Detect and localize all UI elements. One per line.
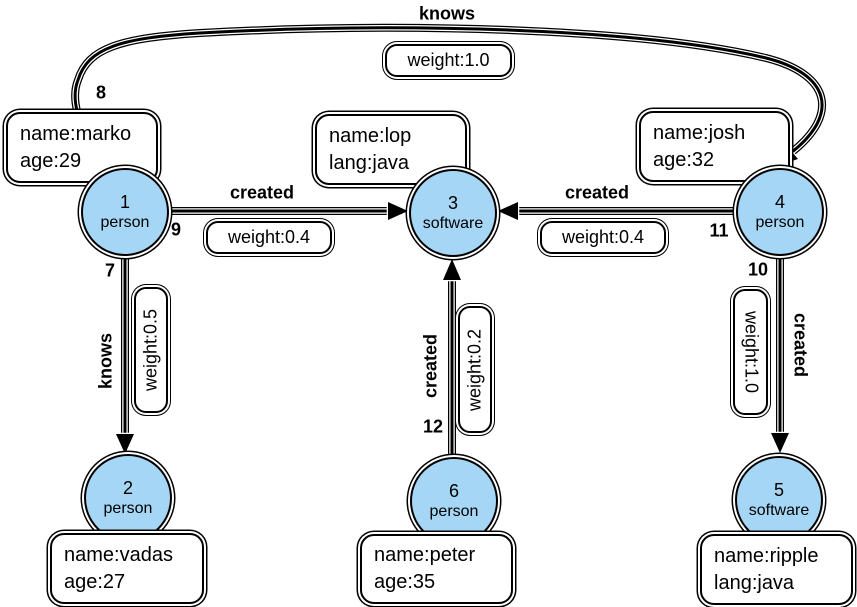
arrowhead-into-3-bottom: [441, 255, 463, 282]
property-line: name:vadas: [64, 543, 173, 566]
property-box-peter: name:peter age:35: [360, 534, 513, 604]
arrowhead-into-3-left: [386, 200, 412, 222]
edge-created-6-3: [441, 255, 463, 458]
vertex-label: person: [103, 500, 153, 518]
weight-value: weight:0.5: [140, 308, 161, 392]
property-box-vadas: name:vadas age:27: [50, 533, 204, 604]
property-line: age:29: [20, 149, 82, 172]
arrowhead-into-2: [114, 432, 136, 458]
property-line: age:27: [64, 570, 126, 593]
property-line: name:marko: [20, 122, 132, 145]
vertex-id: 6: [448, 480, 459, 501]
property-line: age:32: [653, 148, 715, 171]
weight-value: weight:0.4: [561, 227, 645, 247]
arrowhead-into-5: [769, 431, 791, 457]
edge-label-created-right: created: [564, 182, 630, 203]
vertex-4-josh: 4 person: [736, 168, 824, 256]
vertex-3-lop: 3 software: [409, 169, 497, 257]
edge-label-created-left: created: [229, 182, 295, 203]
vertex-label: person: [755, 214, 805, 232]
weight-box-created-4-3: weight:0.4: [540, 221, 666, 254]
property-line: lang:java: [329, 151, 410, 174]
edge-id-11: 11: [709, 220, 729, 241]
weight-value: weight:0.2: [464, 328, 485, 411]
edge-created-4-3: [494, 200, 736, 222]
vertex-id: 2: [122, 477, 133, 498]
arrowhead-into-3-right: [494, 200, 520, 222]
weight-value: weight:1.0: [407, 50, 490, 70]
edge-id-9: 9: [170, 219, 182, 240]
vertex-id: 1: [119, 191, 130, 212]
edge-id-12: 12: [422, 416, 444, 437]
property-line: name:josh: [653, 121, 746, 144]
edge-knows-1-2: [114, 254, 136, 458]
vertex-id: 4: [774, 191, 785, 212]
edge-id-10: 10: [747, 259, 769, 280]
vertex-5-ripple: 5 software: [735, 456, 823, 544]
property-line: name:lop: [329, 124, 412, 147]
edge-id-7: 7: [104, 260, 116, 281]
weight-value: weight:1.0: [741, 310, 761, 394]
edge-label-knows-vertical: knows: [95, 332, 116, 390]
edge-created-4-5: [769, 254, 791, 457]
vertex-1-marko: 1 person: [81, 168, 169, 256]
weight-box-created-1-3: weight:0.4: [206, 221, 332, 254]
vertex-2-vadas: 2 person: [84, 454, 172, 542]
property-line: name:ripple: [714, 544, 819, 567]
weight-value: weight:0.4: [227, 227, 311, 247]
edge-label-knows-top: knows: [418, 3, 476, 24]
weight-box-created-6-3: weight:0.2: [458, 306, 492, 433]
weight-box-knows-1-4: weight:1.0: [385, 44, 512, 77]
property-line: age:35: [374, 571, 436, 593]
vertex-label: software: [748, 502, 810, 520]
vertex-6-peter: 6 person: [410, 457, 498, 545]
weight-box-knows-1-2: weight:0.5: [134, 287, 168, 413]
vertex-id: 3: [447, 192, 458, 213]
edge-label-created-vertical-right: created: [790, 312, 811, 378]
vertex-label: person: [100, 214, 150, 232]
vertex-label: software: [422, 215, 484, 233]
vertex-label: person: [429, 503, 479, 521]
vertex-id: 5: [773, 479, 784, 500]
property-box-ripple: name:ripple lang:java: [700, 534, 853, 605]
edge-id-8: 8: [95, 82, 107, 103]
edge-label-created-vertical-middle: created: [420, 333, 441, 399]
weight-box-created-4-5: weight:1.0: [733, 289, 768, 415]
property-line: name:peter: [374, 544, 476, 566]
edge-created-1-3: [167, 200, 412, 222]
edge-knows-1-4-line: [73, 26, 824, 177]
property-line: lang:java: [714, 571, 795, 594]
